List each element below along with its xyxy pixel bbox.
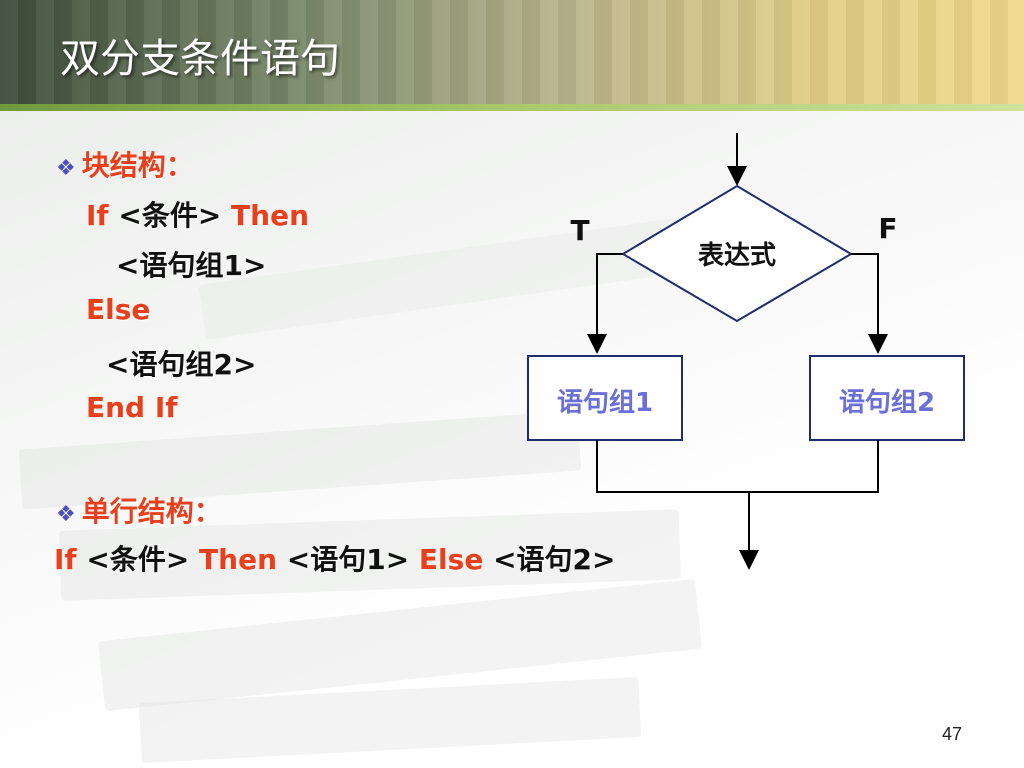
then-keyword: Then <box>199 543 278 576</box>
statement-group-2: <语句组2> <box>106 348 257 381</box>
code-line-else: Else <box>86 293 150 326</box>
code-line-stmt2: <语句组2> <box>106 343 256 383</box>
else-keyword: Else <box>86 293 151 326</box>
header-band <box>0 0 1024 104</box>
header-rule <box>0 104 1024 111</box>
true-label: T <box>570 214 589 247</box>
diamond-bullet-icon: ❖ <box>56 502 76 527</box>
merge-line <box>596 440 879 493</box>
if-keyword: If <box>54 543 77 576</box>
statement-box-1-label: 语句组1 <box>557 387 653 418</box>
diamond-bullet-icon: ❖ <box>56 156 76 181</box>
single-line-heading-text: 单行结构： <box>81 495 222 528</box>
condition-text: <条件> <box>118 199 222 232</box>
flowchart: 表达式 T F 语句组1 语句组2 <box>527 133 965 570</box>
decision-diamond <box>621 184 853 323</box>
slide-title: 双分支条件语句 <box>60 36 340 82</box>
code-line-if: If <条件> Then <box>86 194 309 234</box>
false-branch-arrow <box>851 253 888 354</box>
single-line-section-heading: ❖单行结构： <box>56 490 222 530</box>
code-line-stmt1: <语句组1> <box>116 244 266 284</box>
statement-box-2-label: 语句组2 <box>839 387 935 418</box>
endif-keyword: End If <box>86 391 178 424</box>
single-line-code: If <条件> Then <语句1> Else <语句2> <box>54 538 615 578</box>
false-label: F <box>878 212 897 245</box>
decision-label: 表达式 <box>698 241 776 271</box>
statement-group-1: <语句组1> <box>116 249 267 282</box>
statement-1: <语句1> <box>286 543 410 576</box>
block-section-heading: ❖块结构： <box>56 144 194 184</box>
condition-text: <条件> <box>86 543 190 576</box>
statement-box-2 <box>809 355 965 441</box>
page-number: 47 <box>941 724 962 744</box>
then-keyword: Then <box>231 199 310 232</box>
block-heading-text: 块结构： <box>81 149 194 182</box>
else-keyword: Else <box>418 543 484 576</box>
true-branch-arrow <box>587 253 623 354</box>
if-keyword: If <box>86 199 109 232</box>
code-line-endif: End If <box>86 391 177 424</box>
statement-2: <语句2> <box>493 543 616 576</box>
statement-box-1 <box>527 355 683 441</box>
